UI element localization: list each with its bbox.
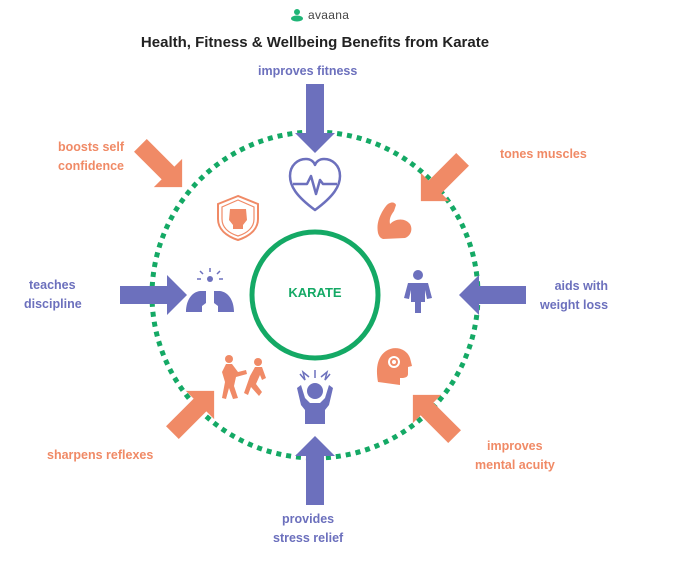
benefit-label-self-confidence: boosts self confidence <box>58 140 124 173</box>
karate-center-circle <box>249 229 381 361</box>
brand-name: avaana <box>308 8 350 22</box>
arrow-improves-fitness <box>295 84 335 153</box>
arrow-mental-acuity <box>412 394 461 443</box>
arrow-weight-loss <box>459 275 526 315</box>
arrow-self-confidence <box>134 139 183 188</box>
person-waist-icon <box>404 270 432 313</box>
arrow-tones-muscles <box>420 153 469 202</box>
diagram-title: Health, Fitness & Wellbeing Benefits fro… <box>140 34 490 51</box>
benefit-label-weight-loss: aids with weight loss <box>540 279 609 312</box>
benefit-label-reflexes: sharpens reflexes <box>47 448 154 462</box>
benefit-label-improves-fitness: improves fitness <box>258 64 358 78</box>
fist-shield-icon <box>217 194 259 242</box>
head-target-icon <box>376 348 412 385</box>
arrow-reflexes <box>166 390 215 439</box>
benefit-label-tones-muscles: tones muscles <box>500 147 587 161</box>
stressed-person-icon <box>297 369 333 424</box>
benefit-label-stress-relief: provides stress relief <box>273 512 344 545</box>
meditation-icon <box>186 268 234 312</box>
sparring-fighters-icon <box>222 355 266 399</box>
avaana-logo-icon <box>291 9 303 22</box>
benefit-label-mental-acuity: improves mental acuity <box>475 439 555 472</box>
heart-pulse-icon <box>288 157 342 212</box>
brand-logo: avaana <box>290 8 349 22</box>
flexed-bicep-icon <box>377 202 412 239</box>
arrow-stress-relief <box>295 436 335 505</box>
benefit-label-discipline: teaches discipline <box>24 278 82 311</box>
center-label: KARATE <box>288 285 342 300</box>
arrow-discipline <box>120 275 187 315</box>
